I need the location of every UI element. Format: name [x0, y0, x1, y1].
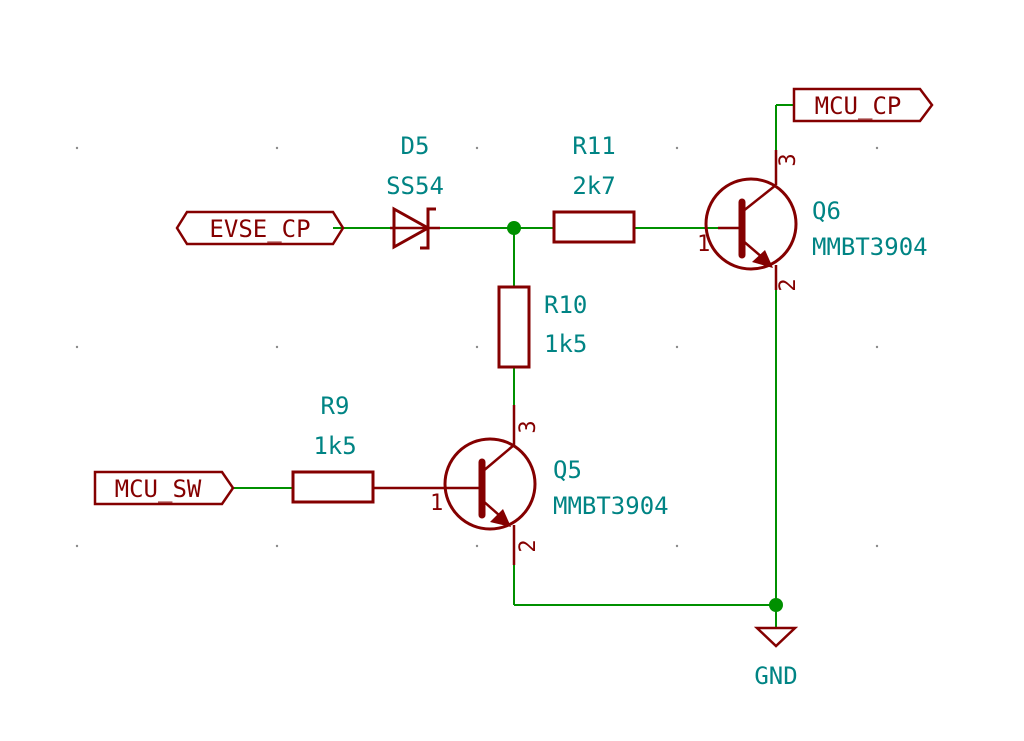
q5-pin-base: 1 — [430, 491, 443, 516]
junction-dot — [507, 221, 521, 235]
resistor-r10[interactable]: R10 1k5 — [497, 285, 587, 369]
resistor-r9[interactable]: R9 1k5 — [291, 392, 452, 504]
npn-transistor-icon — [443, 405, 537, 565]
mcu-sw-label-text: MCU_SW — [115, 475, 202, 503]
q5-pin-collector: 3 — [516, 420, 541, 433]
resistor-icon — [552, 210, 636, 244]
resistor-r11[interactable]: R11 2k7 — [552, 132, 636, 244]
r9-value: 1k5 — [313, 432, 356, 460]
gnd-label: GND — [754, 662, 797, 690]
mcu-cp-label-text: MCU_CP — [815, 92, 902, 120]
diode-d5[interactable]: D5 SS54 — [386, 132, 444, 250]
mcu-sw-net-label[interactable]: MCU_SW — [93, 470, 235, 506]
evse-cp-label-text: EVSE_CP — [209, 215, 310, 243]
q5-reference: Q5 — [553, 456, 582, 484]
transistor-q6[interactable]: 1 3 2 Q6 MMBT3904 — [697, 150, 928, 292]
resistor-icon — [497, 285, 531, 369]
q6-value: MMBT3904 — [812, 233, 928, 261]
r9-reference: R9 — [321, 392, 350, 420]
resistor-icon — [291, 470, 375, 504]
d5-reference: D5 — [401, 132, 430, 160]
npn-transistor-icon — [704, 150, 798, 290]
q6-pin-base: 1 — [697, 232, 710, 257]
q6-pin-emitter: 2 — [776, 278, 801, 291]
q6-reference: Q6 — [812, 197, 841, 225]
transistor-q5[interactable]: 1 3 2 Q5 MMBT3904 — [430, 405, 669, 565]
grid-dots — [75, 146, 879, 548]
r10-reference: R10 — [544, 291, 587, 319]
r11-reference: R11 — [572, 132, 615, 160]
r11-value: 2k7 — [572, 172, 615, 200]
q5-pin-emitter: 2 — [516, 539, 541, 552]
mcu-cp-net-label[interactable]: MCU_CP — [792, 87, 934, 123]
ground-symbol[interactable]: GND — [753, 626, 799, 690]
d5-value: SS54 — [386, 172, 444, 200]
r10-value: 1k5 — [544, 330, 587, 358]
junction-dot — [769, 598, 783, 612]
ground-symbol-icon — [753, 626, 799, 648]
wires — [233, 104, 794, 628]
schottky-diode-icon — [392, 206, 432, 250]
q5-value: MMBT3904 — [553, 492, 669, 520]
q6-pin-collector: 3 — [776, 153, 801, 166]
evse-cp-net-label[interactable]: EVSE_CP — [175, 210, 345, 246]
